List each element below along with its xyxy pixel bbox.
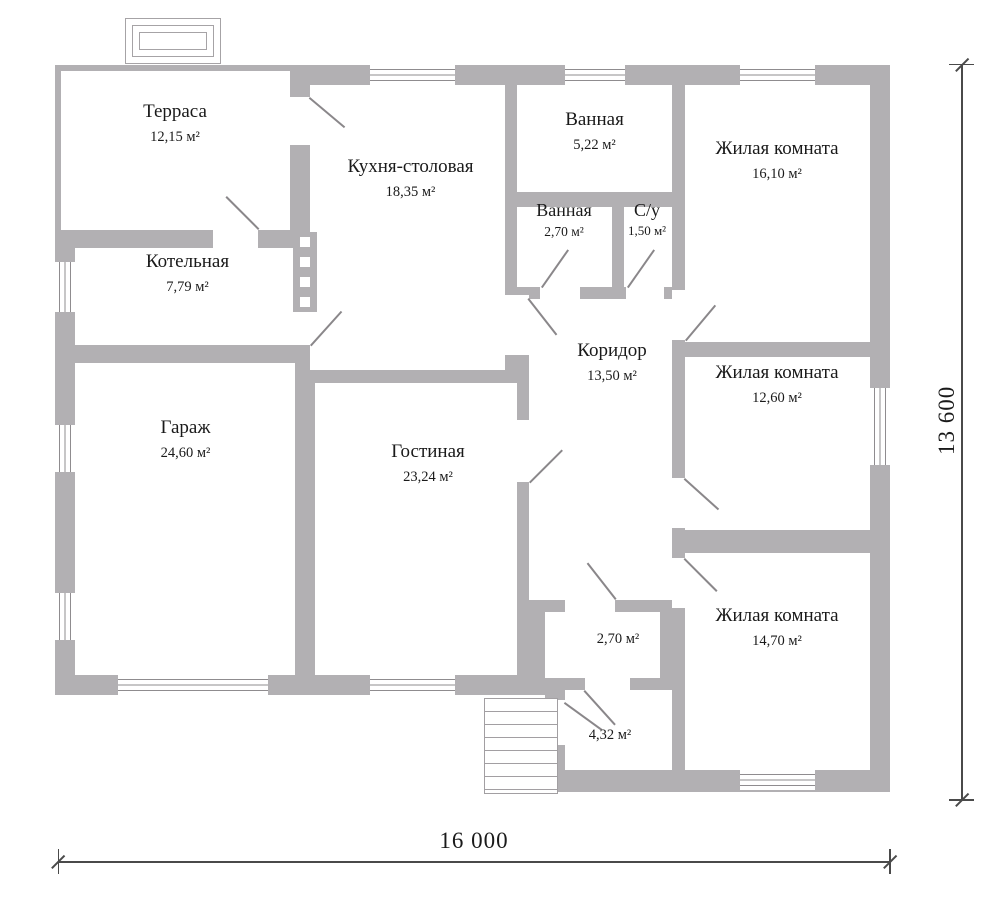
- room-area: 1,50 м²: [627, 222, 667, 238]
- garage-gate: [118, 675, 268, 695]
- room-label-entrance-432: 4,32 м²: [560, 727, 660, 744]
- room-area: 2,70 м²: [544, 223, 584, 239]
- dim-bottom-label: 16 000: [439, 828, 509, 853]
- door-gap-corridor-hall: [565, 600, 615, 612]
- room-boiler: [75, 248, 295, 345]
- window-bottom-lounge: [370, 675, 455, 695]
- door-gap-terrace-kitchen: [290, 97, 310, 145]
- room-label-living-1260: Жилая комната 12,60 м²: [692, 362, 862, 407]
- room-area: 4,32 м²: [588, 727, 632, 743]
- room-area: 18,35 м²: [385, 183, 436, 200]
- room-lounge: [315, 383, 517, 675]
- window-top-living: [740, 65, 815, 85]
- room-name: Коридор: [577, 340, 647, 361]
- door-gap-wc: [626, 287, 664, 299]
- vent-shaft-cell: [300, 297, 310, 307]
- dim-right-line: [961, 64, 963, 800]
- steps-terrace-inner2: [139, 32, 207, 50]
- room-label-terrace: Терраса 12,15 м²: [90, 101, 260, 146]
- room-bathroom-small: [517, 207, 612, 287]
- room-label-corridor: Коридор 13,50 м²: [543, 340, 681, 385]
- room-label-bathroom-large: Ванная 5,22 м²: [527, 109, 662, 154]
- window-left-garage-2: [55, 593, 75, 640]
- steps-terrace: [125, 18, 221, 64]
- vent-shaft-cell: [300, 237, 310, 247]
- room-area: 23,24 м²: [403, 468, 453, 485]
- steps-entrance: [484, 698, 558, 794]
- room-label-wc: С/у 1,50 м²: [616, 200, 678, 239]
- door-gap-living-1610: [672, 290, 685, 340]
- room-label-lounge: Гостиная 23,24 м²: [338, 441, 518, 486]
- vent-shaft-cell: [300, 277, 310, 287]
- room-name: Жилая комната: [715, 138, 839, 159]
- room-name: Ванная: [565, 109, 624, 130]
- room-name: Ванная: [536, 200, 592, 220]
- window-bottom-living-1470: [740, 770, 815, 790]
- room-name: Котельная: [145, 251, 230, 272]
- door-gap-kitchen-corridor: [505, 295, 529, 355]
- dim-right-label: 13 600: [934, 385, 959, 455]
- room-area: 7,79 м²: [166, 278, 209, 295]
- steps-terrace-inner: [132, 25, 214, 57]
- room-label-kitchen: Кухня-столовая 18,35 м²: [318, 156, 503, 201]
- door-gap-hall-entrance: [585, 678, 630, 690]
- room-area: 16,10 м²: [752, 165, 802, 182]
- room-label-living-1470: Жилая комната 14,70 м²: [692, 605, 862, 650]
- room-name: Жилая комната: [715, 605, 839, 626]
- room-label-hall-270: 2,70 м²: [568, 631, 668, 648]
- room-area: 13,50 м²: [587, 367, 637, 384]
- door-gap-bathroom-small: [540, 287, 580, 299]
- room-name: Гостиная: [391, 441, 465, 462]
- room-garage: [75, 363, 295, 675]
- room-living-1260: [685, 357, 870, 530]
- room-corridor: [529, 299, 672, 600]
- room-hall-270: [545, 612, 660, 678]
- window-top-kitchen: [370, 65, 455, 85]
- room-bathroom-large: [517, 85, 672, 192]
- room-area: 12,15 м²: [150, 128, 200, 145]
- room-label-bathroom-small: Ванная 2,70 м²: [510, 200, 618, 239]
- window-left-garage-1: [55, 425, 75, 472]
- room-label-living-1610: Жилая комната 16,10 м²: [692, 138, 862, 183]
- room-name: Терраса: [143, 101, 207, 122]
- window-right-living-1260: [870, 388, 890, 465]
- room-label-garage: Гараж 24,60 м²: [98, 417, 273, 462]
- dim-bottom-line: [58, 861, 890, 863]
- room-entrance-432: [565, 690, 672, 770]
- room-area: 2,70 м²: [596, 631, 640, 647]
- room-terrace: [61, 71, 290, 230]
- door-gap-exterior: [557, 700, 565, 745]
- room-wc: [624, 207, 672, 287]
- door-gap-living-1260: [672, 478, 685, 528]
- vent-shaft-cell: [300, 257, 310, 267]
- room-name: С/у: [633, 200, 660, 220]
- room-area: 14,70 м²: [752, 632, 802, 649]
- door-gap-terrace-boiler: [213, 230, 258, 248]
- room-name: Жилая комната: [715, 362, 839, 383]
- room-area: 12,60 м²: [752, 389, 802, 406]
- window-top-bathroom: [565, 65, 625, 85]
- room-area: 24,60 м²: [160, 444, 211, 461]
- door-gap-boiler-kitchen: [295, 302, 310, 345]
- room-kitchen: [310, 85, 505, 370]
- room-area: 5,22 м²: [573, 136, 616, 153]
- window-left-boiler: [55, 262, 75, 312]
- room-label-boiler: Котельная 7,79 м²: [100, 251, 275, 296]
- door-gap-lounge-corridor: [517, 420, 529, 482]
- room-name: Гараж: [160, 417, 211, 438]
- room-living-1610: [685, 85, 870, 342]
- room-name: Кухня-столовая: [347, 156, 474, 177]
- door-gap-living-1470: [672, 558, 685, 608]
